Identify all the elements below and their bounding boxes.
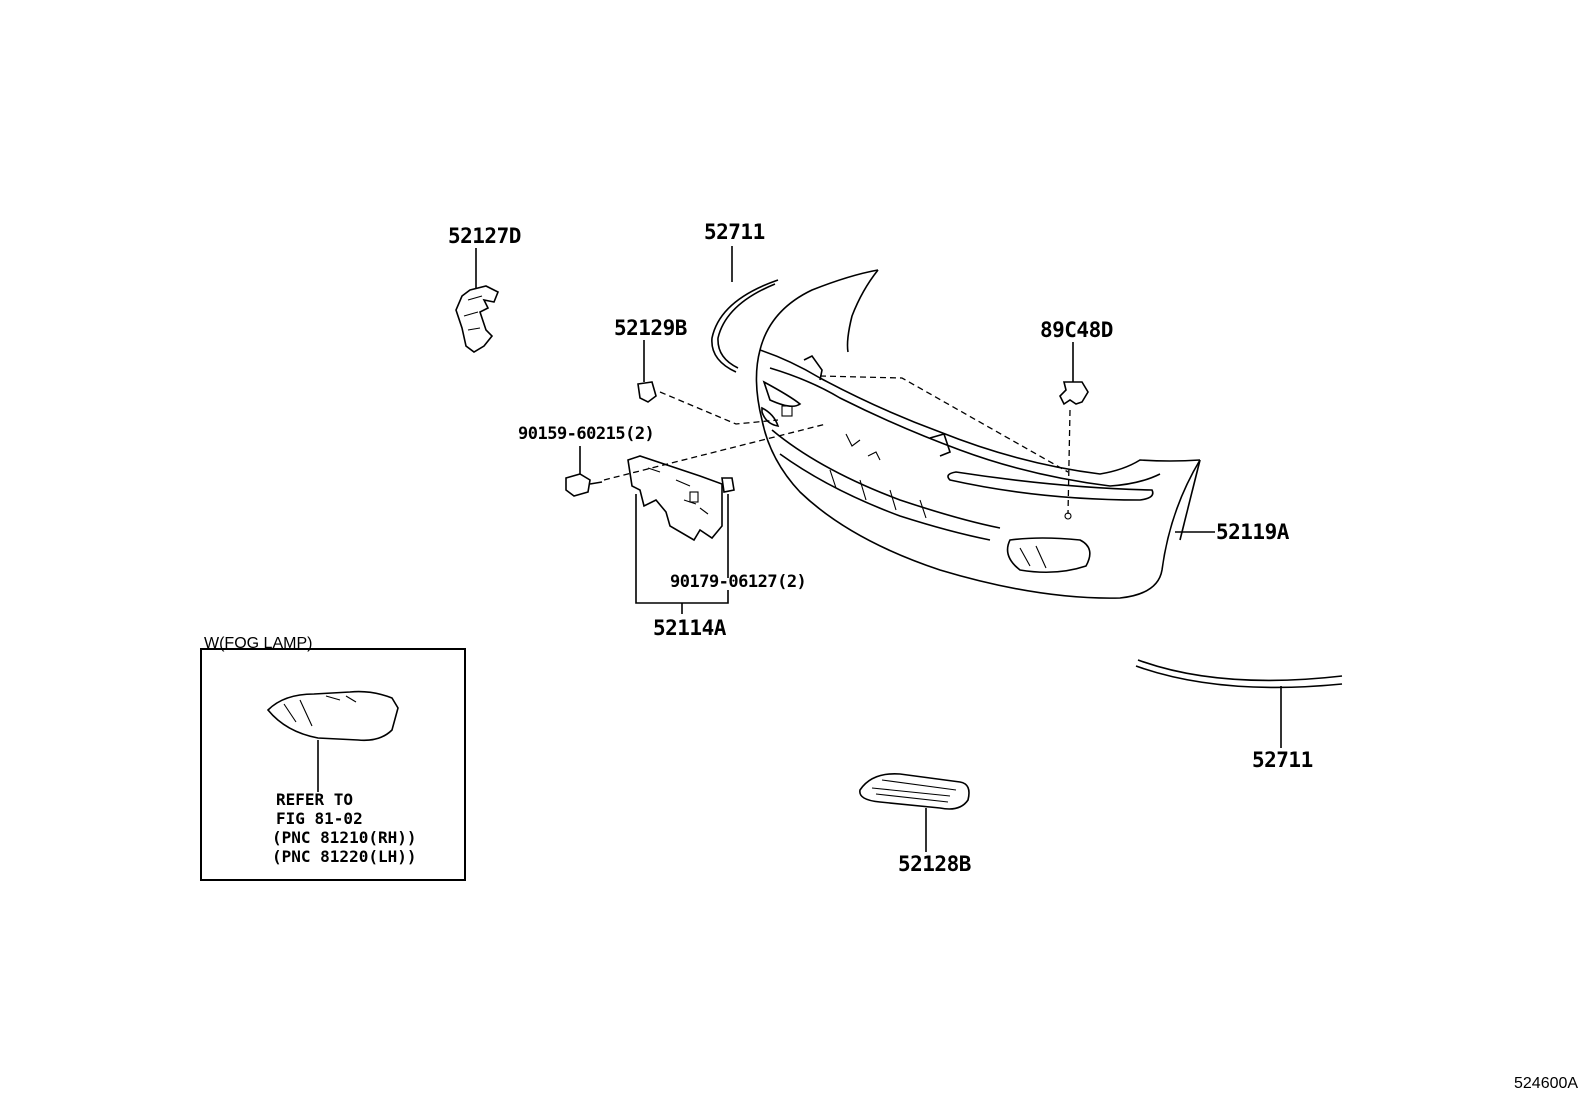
fog-lamp-drawing (266, 690, 399, 792)
label-52114a: 52114A (653, 616, 726, 640)
bracket-52127d-drawing (455, 248, 500, 353)
clip-52129b-drawing (637, 340, 779, 425)
note-line-2: FIG 81-02 (276, 809, 363, 828)
label-52129b: 52129B (614, 316, 687, 340)
figure-id: 524600A (1514, 1075, 1579, 1092)
label-90159-60215: 90159-60215(2) (518, 424, 655, 444)
molding-52711-top-drawing (711, 246, 779, 373)
note-line-1: REFER TO (276, 790, 354, 809)
label-52128b: 52128B (898, 852, 971, 876)
note-line-3: (PNC 81210(RH)) (272, 828, 417, 847)
label-90179-06127: 90179-06127(2) (670, 572, 807, 592)
label-52711-bottom: 52711 (1252, 748, 1313, 772)
fog-cover-52128b-drawing (859, 773, 970, 852)
fog-lamp-box-title: W(FOG LAMP) (204, 635, 313, 652)
label-52711-top: 52711 (704, 220, 765, 244)
molding-52711-bottom-drawing (1135, 659, 1343, 748)
bumper-cover-52119a-drawing (755, 269, 1215, 599)
label-52127d: 52127D (448, 224, 521, 248)
label-52119a: 52119A (1216, 520, 1289, 544)
fog-lamp-box (200, 648, 466, 881)
retainer-89c48d-drawing (1059, 342, 1089, 515)
license-bracket-52114a-drawing (565, 423, 827, 614)
label-89c48d: 89C48D (1040, 318, 1113, 342)
note-line-4: (PNC 81220(LH)) (272, 847, 417, 866)
